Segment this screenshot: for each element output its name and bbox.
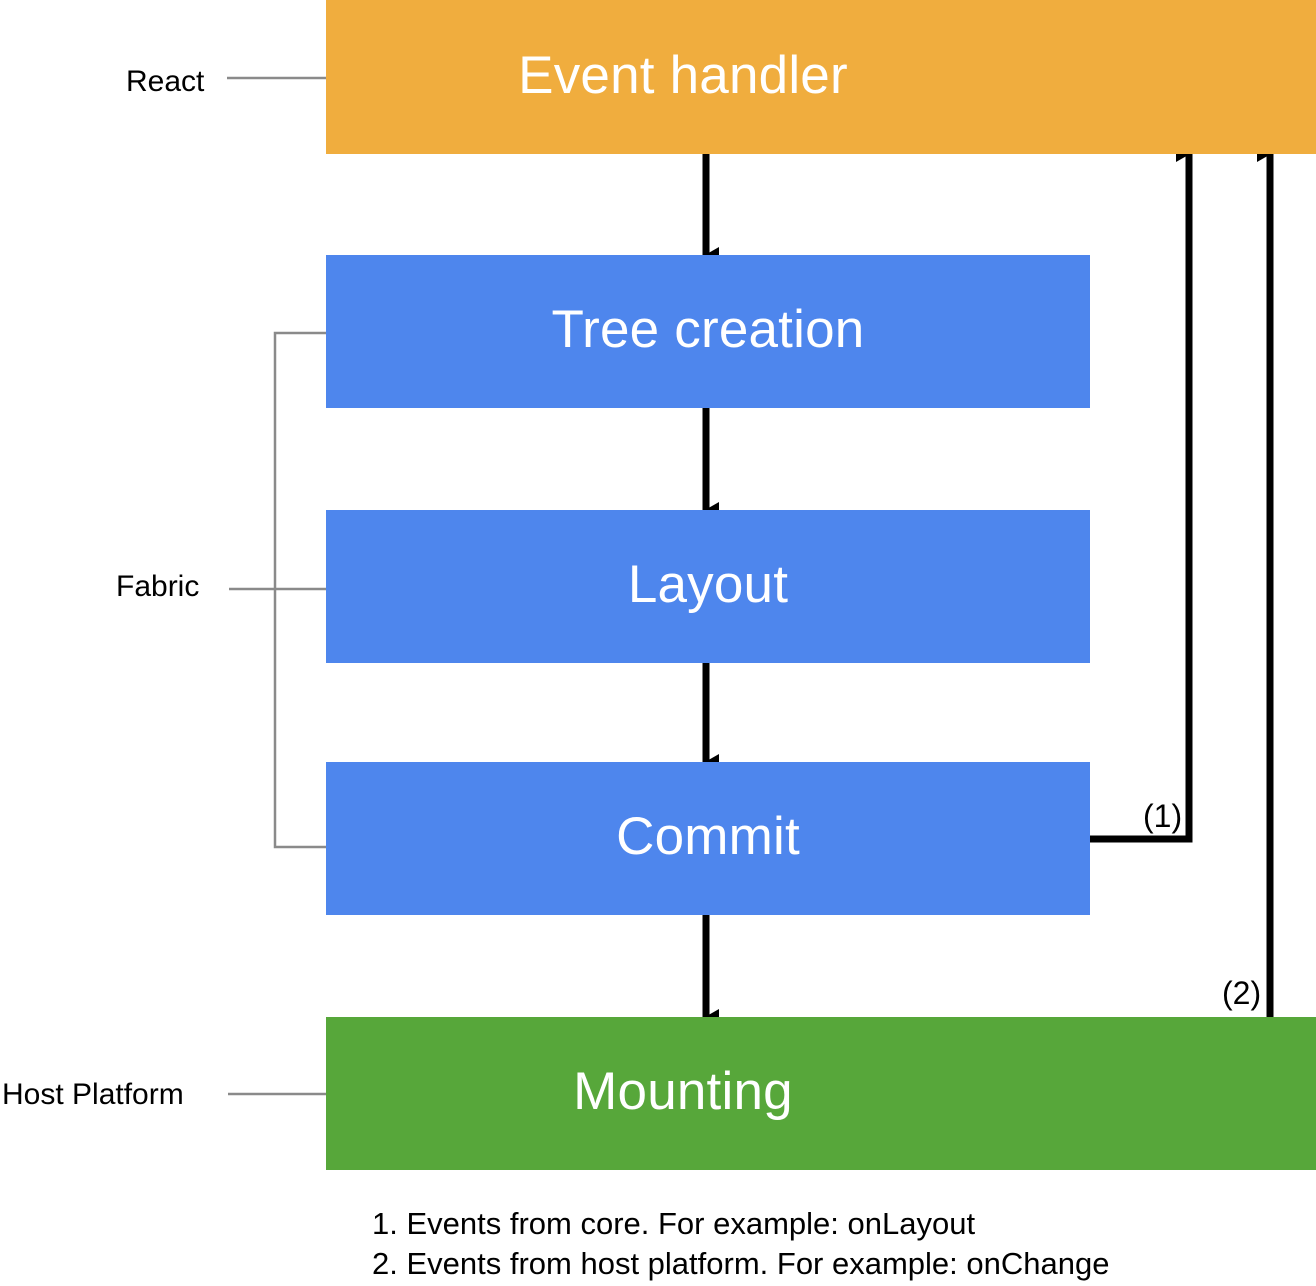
marker-label-2: (2) bbox=[1222, 975, 1262, 1011]
node-mounting-label: Mounting bbox=[573, 1062, 793, 1121]
node-commit-label: Commit bbox=[616, 807, 800, 866]
legend-item-2: 2. Events from host platform. For exampl… bbox=[372, 1246, 1110, 1281]
node-tree-creation[interactable]: Tree creation bbox=[326, 255, 1090, 408]
marker-label-1: (1) bbox=[1143, 798, 1183, 834]
node-event-handler-label: Event handler bbox=[518, 45, 848, 105]
group-label-fabric: Fabric bbox=[116, 570, 200, 603]
edge-feedback-1-commit-to-event-handler bbox=[1090, 146, 1193, 843]
node-event-handler[interactable]: Event handler bbox=[326, 0, 1316, 154]
node-commit[interactable]: Commit bbox=[326, 762, 1090, 915]
group-label-host-platform: Host Platform bbox=[2, 1078, 184, 1111]
group-bracket-fabric bbox=[229, 331, 326, 849]
legend: 1. Events from core. For example: onLayo… bbox=[372, 1204, 1109, 1284]
node-layout-label: Layout bbox=[627, 555, 789, 614]
node-tree-creation-label: Tree creation bbox=[551, 300, 865, 359]
node-layout[interactable]: Layout bbox=[326, 510, 1090, 663]
group-label-react: React bbox=[126, 65, 205, 98]
node-mounting[interactable]: Mounting bbox=[326, 1017, 1316, 1170]
legend-item-1: 1. Events from core. For example: onLayo… bbox=[372, 1206, 976, 1241]
